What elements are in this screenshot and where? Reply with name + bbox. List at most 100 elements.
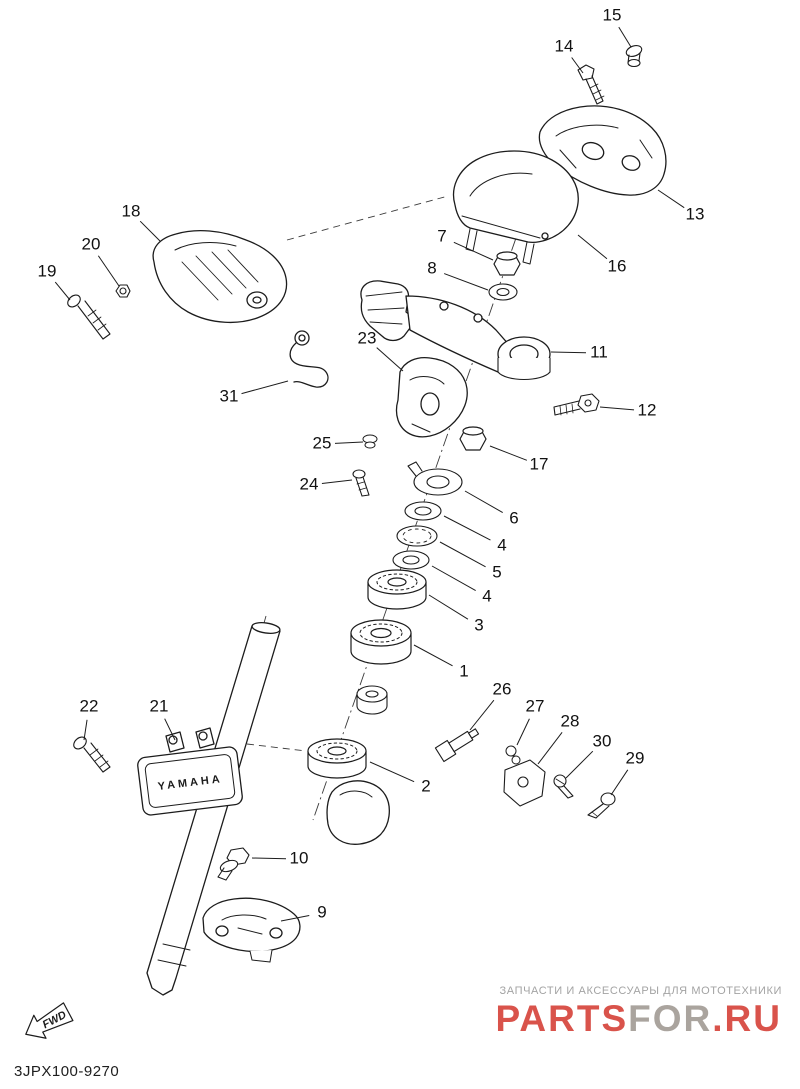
callout-29: 29	[626, 748, 645, 767]
part-16-upper-cover	[452, 150, 579, 265]
washer-4-upper	[404, 501, 442, 521]
callout-8: 8	[427, 258, 436, 277]
screw-15	[625, 45, 643, 68]
leader-line-26	[469, 699, 495, 731]
leader-line-3	[428, 594, 469, 620]
screw-29	[587, 792, 616, 819]
callout-2: 2	[421, 776, 430, 795]
nut-25	[362, 434, 378, 449]
leader-line-2	[369, 761, 415, 783]
leader-line-12	[599, 406, 635, 411]
callout-27: 27	[526, 696, 545, 715]
callout-25: 25	[313, 433, 332, 452]
callout-layer: 1514131618201978112331122517246454312627…	[38, 5, 705, 922]
bolt-14	[577, 64, 605, 105]
part-18-handle-crown-cover	[152, 230, 288, 324]
watermark: ЗАПЧАСТИ И АКСЕССУАРЫ ДЛЯ МОТОТЕХНИКИ PA…	[496, 985, 783, 1037]
screw-30	[553, 774, 574, 799]
callout-26: 26	[493, 679, 512, 698]
callout-1: 1	[459, 661, 468, 680]
callout-22: 22	[80, 696, 99, 715]
leader-line-20	[97, 255, 120, 287]
callout-20: 20	[82, 234, 101, 253]
leader-line-22	[83, 719, 88, 741]
callout-21: 21	[150, 696, 169, 715]
callout-11: 11	[590, 342, 608, 361]
leader-line-27	[516, 718, 530, 746]
part-21-under-bracket: YAMAHA	[137, 727, 243, 816]
watermark-brand: PARTSFOR.RU	[496, 1000, 783, 1037]
leader-line-17	[489, 445, 528, 461]
callout-6: 6	[509, 508, 518, 527]
part-11-upper-bracket	[360, 280, 551, 381]
catalog-code: 3JPX100-9270	[14, 1063, 120, 1080]
fwd-arrow: FWD	[25, 1002, 74, 1039]
leader-line-28	[537, 732, 563, 765]
washer-8	[488, 283, 518, 301]
part-27-clip	[505, 745, 521, 765]
callout-15: 15	[603, 5, 622, 24]
callout-31: 31	[220, 386, 239, 405]
leader-line-4	[431, 565, 476, 592]
brand-segment: PARTS	[495, 998, 629, 1039]
leader-line-24	[321, 479, 353, 484]
leader-line-31	[241, 380, 289, 395]
leader-line-23	[376, 347, 404, 372]
callout-14: 14	[555, 36, 574, 55]
leader-line-15	[618, 26, 632, 48]
part-23-steering-stem	[395, 356, 468, 438]
callout-13: 13	[686, 204, 705, 223]
bolt-22	[73, 736, 111, 773]
leader-line-1	[413, 644, 453, 667]
part-9-lower-clamp	[202, 897, 301, 963]
callout-10: 10	[290, 848, 309, 867]
leader-line-6	[464, 490, 503, 513]
callout-19: 19	[38, 261, 57, 280]
bearing-1	[350, 619, 412, 665]
leader-line-16	[577, 234, 608, 260]
bolt-12	[553, 393, 600, 416]
lock-washer-6	[407, 461, 463, 496]
callout-5: 5	[492, 562, 501, 581]
callout-28: 28	[561, 711, 580, 730]
bolt-10	[217, 847, 250, 881]
callout-23: 23	[358, 328, 377, 347]
callout-12: 12	[638, 400, 657, 419]
washer-5	[396, 525, 438, 547]
leader-line-9	[280, 914, 310, 922]
spacer-collar	[356, 685, 388, 715]
watermark-tagline: ЗАПЧАСТИ И АКСЕССУАРЫ ДЛЯ МОТОТЕХНИКИ	[499, 985, 782, 997]
leader-line-19	[54, 281, 71, 301]
steering-stem-head	[326, 780, 390, 845]
bolt-19	[67, 294, 111, 340]
part-26-fitting-bolt	[434, 728, 480, 763]
leader-line-14	[571, 57, 584, 74]
callout-30: 30	[593, 731, 612, 750]
part-31-wire-guide	[289, 330, 329, 388]
leader-line-5	[439, 541, 486, 568]
leader-line-4	[443, 515, 491, 541]
nut-17	[459, 426, 487, 451]
leader-line-13	[657, 189, 685, 209]
brand-segment: .RU	[712, 998, 782, 1039]
nut-20	[115, 284, 131, 298]
callout-9: 9	[317, 902, 326, 921]
brand-segment: FOR	[628, 998, 713, 1039]
bearing-3	[367, 569, 427, 610]
fork-tube	[146, 622, 281, 996]
callout-7: 7	[437, 226, 446, 245]
leader-line-21	[164, 718, 176, 741]
leader-line-30	[565, 750, 594, 779]
leader-line-10	[251, 857, 287, 860]
callout-3: 3	[474, 615, 483, 634]
callout-24: 24	[300, 474, 319, 493]
part-13-handlebar-holder	[538, 105, 667, 196]
nut-7	[493, 251, 521, 276]
callout-16: 16	[608, 256, 627, 275]
callout-4: 4	[482, 586, 491, 605]
leader-line-8	[443, 273, 489, 291]
screw-24	[352, 469, 370, 497]
leader-line-7	[453, 241, 494, 261]
